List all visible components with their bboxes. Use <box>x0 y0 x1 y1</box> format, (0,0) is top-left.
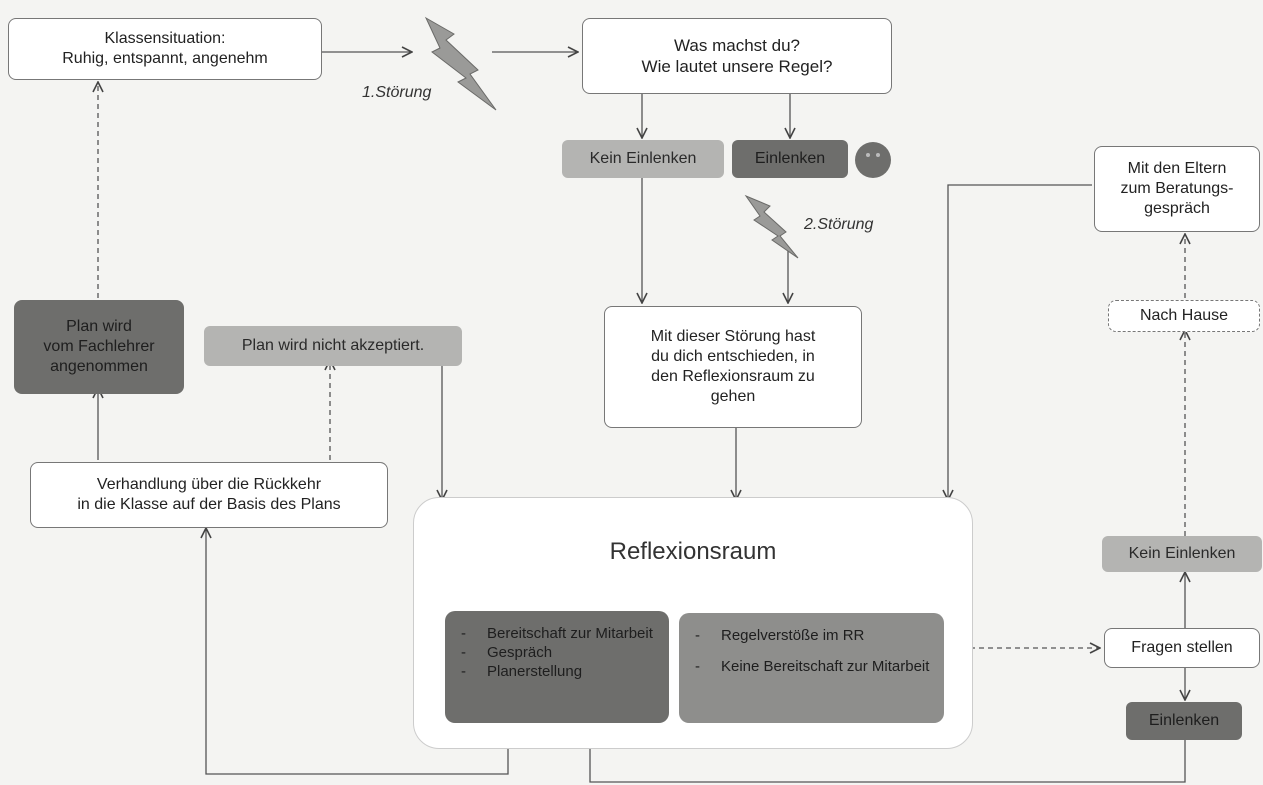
fragen-stellen-box: Fragen stellen <box>1104 628 1260 668</box>
plan-nicht-akzeptiert-box: Plan wird nicht akzeptiert. <box>204 326 462 366</box>
plan-angenommen-box: Plan wird vom Fachlehrer angenommen <box>14 300 184 394</box>
list-item: -Keine Bereitschaft zur Mitarbeit <box>689 658 934 677</box>
reflexion-decision-box: Mit dieser Störung hast du dich entschie… <box>604 306 862 428</box>
bullet-dash: - <box>461 643 466 661</box>
einlenken-box: Einlenken <box>732 140 848 178</box>
bullet-dash: - <box>461 625 466 642</box>
kein-einlenken-right-box: Kein Einlenken <box>1102 536 1262 572</box>
lightning-icon <box>424 16 497 111</box>
reflexionsraum-container: Reflexionsraum -Bereitschaft zur Mitarbe… <box>413 497 973 749</box>
einlenken-right-box: Einlenken <box>1126 702 1242 740</box>
edge-bottom-to-plan-box <box>590 722 1186 783</box>
sad-face-icon <box>855 142 891 178</box>
kein-einlenken-box: Kein Einlenken <box>562 140 724 178</box>
lightning-icon <box>744 194 799 259</box>
bullet-dash: - <box>461 662 466 680</box>
edge-eltern-to-room <box>948 184 1092 500</box>
stoerung-1-label: 1.Störung <box>362 84 432 101</box>
list-item: -Regelverstöße im RR <box>689 627 934 646</box>
bereitschaft-box: -Bereitschaft zur Mitarbeit -Gespräch -P… <box>445 611 669 723</box>
klassensituation-box: Klassensituation: Ruhig, entspannt, ange… <box>8 18 322 80</box>
stoerung-2-label: 2.Störung <box>804 216 874 233</box>
bullet-dash: - <box>695 657 700 675</box>
list-item: -Bereitschaft zur Mitarbeit <box>455 625 659 644</box>
list-item: -Gespräch <box>455 644 659 663</box>
question-box: Was machst du? Wie lautet unsere Regel? <box>582 18 892 94</box>
reflexionsraum-title: Reflexionsraum <box>609 538 777 565</box>
list-item: -Planerstellung <box>455 663 659 682</box>
verhandlung-box: Verhandlung über die Rückkehr in die Kla… <box>30 462 388 528</box>
bullet-dash: - <box>695 627 700 644</box>
nach-hause-box: Nach Hause <box>1108 300 1260 332</box>
regelverstoesse-box: -Regelverstöße im RR -Keine Bereitschaft… <box>679 613 944 723</box>
eltern-box: Mit den Eltern zum Beratungs- gespräch <box>1094 146 1260 232</box>
